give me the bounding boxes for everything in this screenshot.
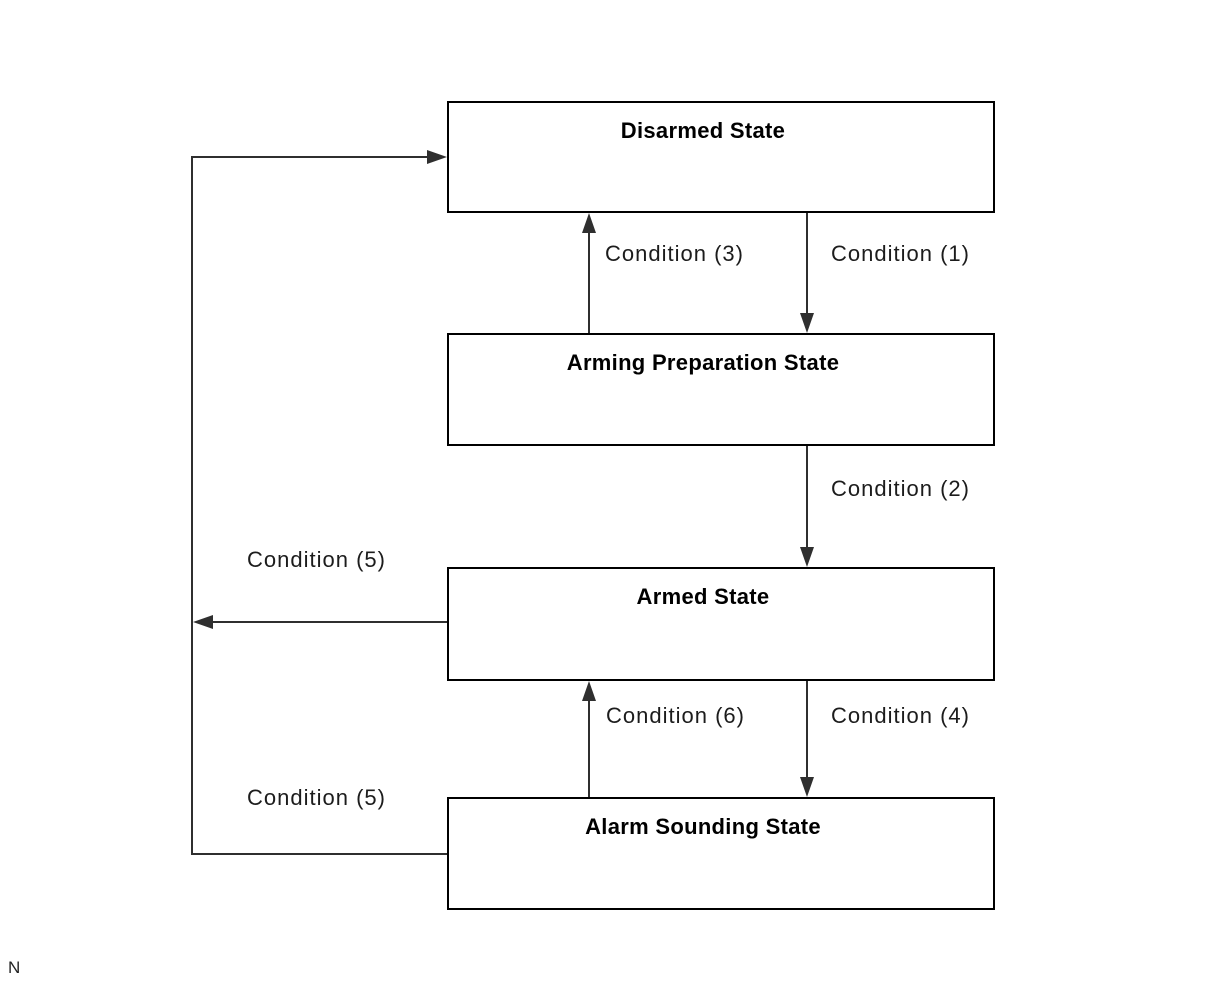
arrow-line-condition-3 [588,231,590,333]
arrow-line-condition-4 [806,681,808,779]
state-label-disarmed: Disarmed State [620,118,786,143]
arrowhead-up-icon [582,213,596,233]
arrowhead-down-icon [800,547,814,567]
state-label-arming-preparation: Arming Preparation State [566,350,840,375]
state-box-armed: Armed State [447,567,995,681]
transition-label-condition-4: Condition (4) [831,703,970,728]
transition-label-condition-2: Condition (2) [831,476,970,501]
arrowhead-up-icon [582,681,596,701]
corner-note: N [8,958,21,977]
arrowhead-right-icon [427,150,447,164]
feedback-line-top-horizontal [191,156,429,158]
arrowhead-down-icon [800,777,814,797]
arrow-line-condition-1 [806,213,808,315]
feedback-line-vertical [191,156,193,854]
arrowhead-left-icon [193,615,213,629]
arrow-line-condition-5-lower [191,853,447,855]
arrow-line-condition-2 [806,446,808,548]
transition-label-condition-1: Condition (1) [831,241,970,266]
transition-label-condition-6: Condition (6) [606,703,745,728]
state-box-disarmed: Disarmed State [447,101,995,213]
state-label-alarm-sounding: Alarm Sounding State [585,814,821,839]
transition-label-condition-3: Condition (3) [605,241,744,266]
arrowhead-down-icon [800,313,814,333]
state-box-alarm-sounding: Alarm Sounding State [447,797,995,910]
arrow-line-condition-6 [588,699,590,797]
arrow-line-condition-5-upper [211,621,447,623]
transition-label-condition-5-lower: Condition (5) [247,785,386,810]
state-box-arming-preparation: Arming Preparation State [447,333,995,446]
state-label-armed: Armed State [636,584,770,609]
transition-label-condition-5-upper: Condition (5) [247,547,386,572]
